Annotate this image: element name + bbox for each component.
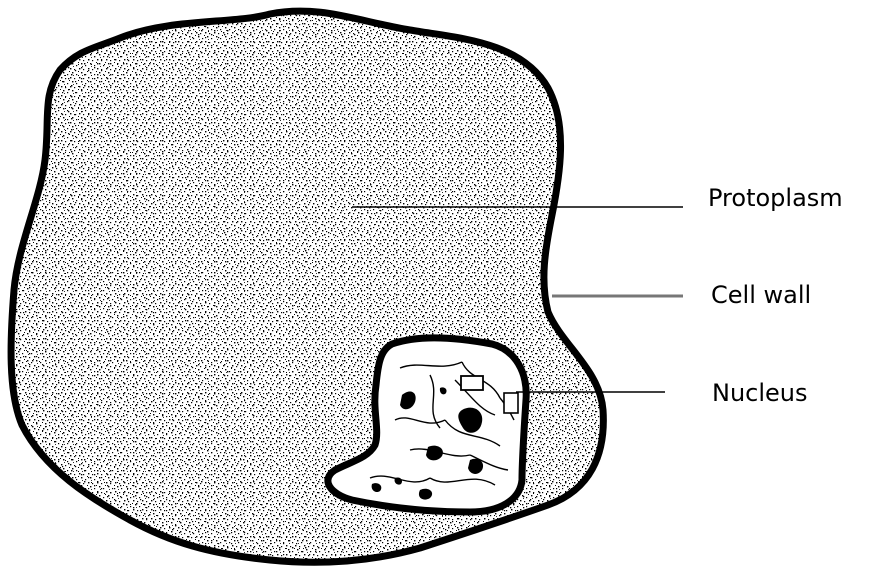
nucleus-small-box	[461, 376, 483, 390]
cell-wall-label: Cell wall	[711, 283, 811, 307]
nucleus-label: Nucleus	[712, 381, 808, 405]
nucleus-side-box	[504, 393, 518, 413]
protoplasm-label: Protoplasm	[708, 186, 843, 210]
